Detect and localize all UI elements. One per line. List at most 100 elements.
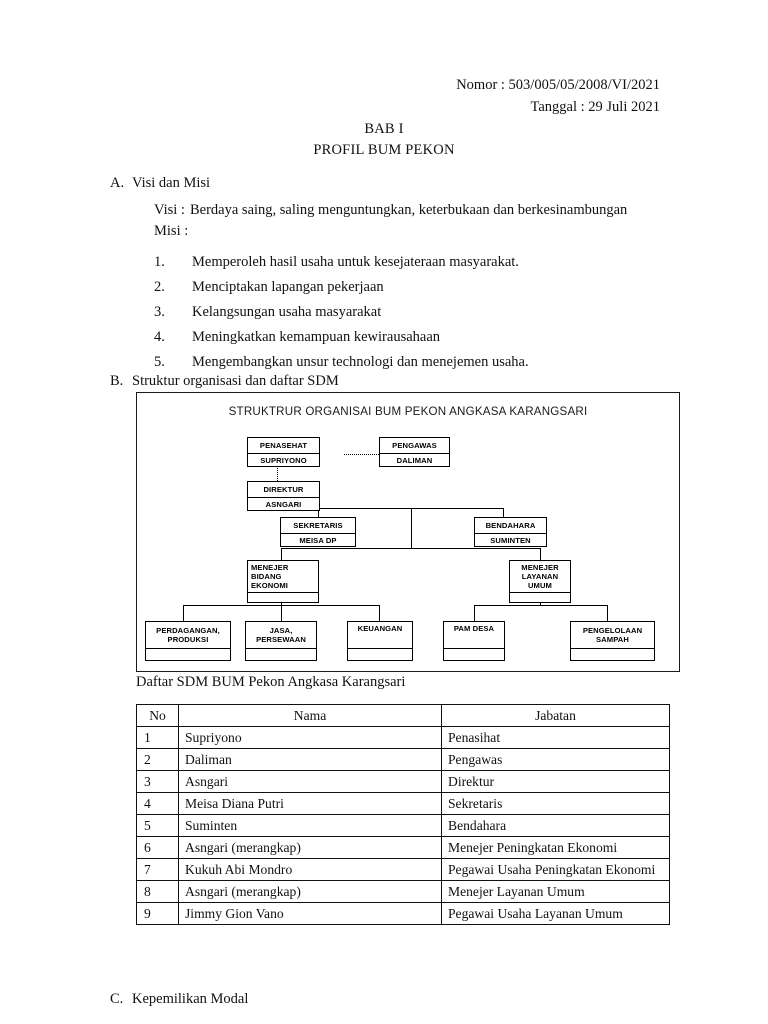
cell-jabatan: Direktur <box>441 770 670 793</box>
cell-no: 8 <box>136 880 179 903</box>
org-node-name: SUMINTEN <box>475 533 546 548</box>
org-node-name <box>444 648 504 662</box>
table-row: 9 Jimmy Gion Vano Pegawai Usaha Layanan … <box>136 902 670 925</box>
table-caption: Daftar SDM BUM Pekon Angkasa Karangsari <box>136 674 406 690</box>
section-c-letter: C. <box>110 991 124 1007</box>
section-a-letter: A. <box>110 175 125 191</box>
cell-jabatan: Bendahara <box>441 814 670 837</box>
list-item: 3. Kelangsungan usaha masyarakat <box>154 300 710 325</box>
connector-sekretaris-drop <box>318 508 320 518</box>
visi-line: Visi :Berdaya saing, saling menguntungka… <box>154 200 710 221</box>
page-title: PROFIL BUM PEKON <box>313 142 455 158</box>
connector-layanan-bus <box>474 605 608 607</box>
cell-jabatan: Pegawai Usaha Layanan Umum <box>441 902 670 925</box>
misi-text: Meningkatkan kemampuan kewirausahaan <box>192 329 441 345</box>
column-header-jabatan: Jabatan <box>441 704 670 727</box>
org-node-bendahara: BENDAHARA SUMINTEN <box>474 517 547 547</box>
cell-nama: Asngari (merangkap) <box>178 880 442 903</box>
nomor-line: Nomor : 503/005/05/2008/VI/2021 <box>456 77 660 93</box>
connector-jasa-drop <box>281 605 283 622</box>
cell-jabatan: Penasihat <box>441 726 670 749</box>
chapter-heading: BAB I PROFIL BUM PEKON <box>0 119 768 161</box>
org-node-role: SEKRETARIS <box>293 520 343 530</box>
cell-no: 2 <box>136 748 179 771</box>
document-meta: Nomor : 503/005/05/2008/VI/2021 Tanggal … <box>300 74 660 118</box>
org-node-role: PENGAWAS <box>392 440 437 450</box>
column-header-no: No <box>136 704 179 727</box>
misi-number: 1. <box>154 254 165 270</box>
connector-keuangan-drop <box>379 605 381 622</box>
misi-label: Misi : <box>154 223 189 239</box>
cell-nama: Daliman <box>178 748 442 771</box>
table-row: 6 Asngari (merangkap) Menejer Peningkata… <box>136 836 670 859</box>
org-node-jasa: JASA,PERSEWAAN <box>245 621 317 661</box>
table-row: 1 Supriyono Penasihat <box>136 726 670 749</box>
misi-text: Kelangsungan usaha masyarakat <box>192 304 382 320</box>
misi-line: Misi : <box>154 221 710 242</box>
org-node-direktur: DIREKTUR ASNGARI <box>247 481 320 511</box>
table-row: 2 Daliman Pengawas <box>136 748 670 771</box>
misi-text: Memperoleh hasil usaha untuk kesejateraa… <box>192 254 519 270</box>
org-node-sekretaris: SEKRETARIS MEISA DP <box>280 517 356 547</box>
cell-nama: Kukuh Abi Mondro <box>178 858 442 881</box>
org-node-name: SUPRIYONO <box>248 453 319 468</box>
org-node-name: DALIMAN <box>380 453 449 468</box>
misi-number: 4. <box>154 329 165 345</box>
list-item: 4. Meningkatkan kemampuan kewirausahaan <box>154 325 710 350</box>
connector-direktur-bus <box>318 508 504 510</box>
org-node-name <box>348 648 412 662</box>
org-node-role: DIREKTUR <box>263 484 304 494</box>
cell-no: 6 <box>136 836 179 859</box>
org-node-pam-desa: PAM DESA <box>443 621 505 661</box>
org-node-name <box>510 592 570 604</box>
chapter-number: BAB I <box>364 121 404 137</box>
cell-jabatan: Pegawai Usaha Peningkatan Ekonomi <box>441 858 670 881</box>
cell-no: 7 <box>136 858 179 881</box>
tanggal-line: Tanggal : 29 Juli 2021 <box>530 99 660 115</box>
sdm-table: No Nama Jabatan 1 Supriyono Penasihat 2 … <box>136 704 670 925</box>
cell-no: 1 <box>136 726 179 749</box>
connector-menejer-layanan-drop <box>540 548 542 561</box>
org-node-name <box>571 648 654 662</box>
org-node-perdagangan: PERDAGANGAN,PRODUKSI <box>145 621 231 661</box>
misi-number: 3. <box>154 304 165 320</box>
org-node-role: PAM DESA <box>453 624 495 633</box>
misi-number: 5. <box>154 354 165 370</box>
misi-number: 2. <box>154 279 165 295</box>
section-b-letter: B. <box>110 373 124 389</box>
table-row: 5 Suminten Bendahara <box>136 814 670 837</box>
org-node-role: BENDAHARA <box>485 520 536 530</box>
org-node-name <box>248 592 318 604</box>
org-node-name <box>146 648 230 662</box>
column-header-nama: Nama <box>178 704 442 727</box>
section-kepemilikan-modal: C. Kepemilikan Modal <box>110 989 710 1010</box>
org-node-name: MEISA DP <box>281 533 355 548</box>
cell-nama: Asngari <box>178 770 442 793</box>
table-header-row: No Nama Jabatan <box>136 704 670 727</box>
cell-no: 4 <box>136 792 179 815</box>
visi-text: Berdaya saing, saling menguntungkan, ket… <box>190 202 628 218</box>
cell-no: 9 <box>136 902 179 925</box>
cell-jabatan: Pengawas <box>441 748 670 771</box>
misi-text: Menciptakan lapangan pekerjaan <box>192 279 384 295</box>
list-item: 5.Mengembangkan unsur technologi dan men… <box>154 350 710 375</box>
cell-nama: Asngari (merangkap) <box>178 836 442 859</box>
org-node-name: ASNGARI <box>248 497 319 512</box>
table-row: 4 Meisa Diana Putri Sekretaris <box>136 792 670 815</box>
section-a-heading: A.Visi dan Misi <box>110 173 710 194</box>
section-c-title: Kepemilikan Modal <box>132 991 249 1007</box>
visi-misi-block: Visi :Berdaya saing, saling menguntungka… <box>154 200 710 242</box>
cell-jabatan: Menejer Peningkatan Ekonomi <box>441 836 670 859</box>
connector-pamdesa-drop <box>474 605 476 622</box>
org-node-role: JASA,PERSEWAAN <box>256 625 306 644</box>
section-struktur-heading: B.Struktur organisasi dan daftar SDM <box>110 371 710 392</box>
connector-menejer-ekonomi-drop <box>281 548 283 561</box>
table-row: 3 Asngari Direktur <box>136 770 670 793</box>
cell-no: 5 <box>136 814 179 837</box>
connector-bendahara-drop <box>503 508 505 518</box>
